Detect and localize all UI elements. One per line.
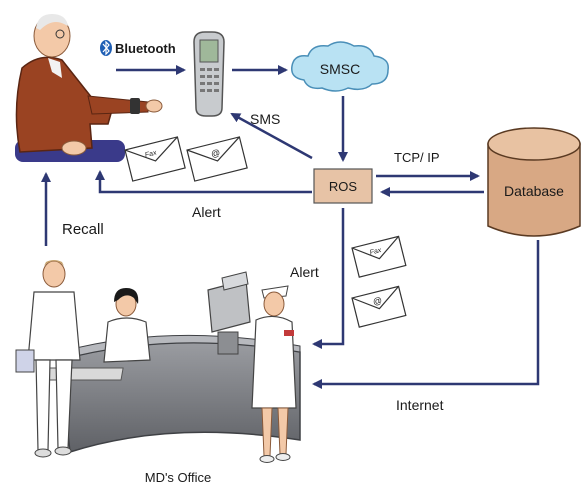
ros-label: ROS	[329, 179, 358, 194]
arrow-ros-to-phone	[230, 112, 313, 160]
smsc-cloud: SMSC	[291, 41, 389, 92]
bluetooth-text: Bluetooth	[115, 41, 176, 56]
envelope-fax-2: Fax	[351, 235, 407, 278]
envelope-fax-1: Fax	[124, 136, 186, 182]
sms-label: SMS	[250, 111, 280, 127]
arrow-ros-to-office	[312, 208, 345, 349]
flow-arrows	[41, 65, 540, 389]
envelope-email-label: @	[372, 295, 383, 307]
md-office-label: MD's Office	[145, 470, 212, 485]
envelope-fax-label: Fax	[144, 149, 158, 159]
envelope-email-2: @	[351, 285, 407, 328]
ros-server: ROS	[313, 168, 373, 204]
mobile-phone-icon	[193, 31, 225, 117]
doctor-figure	[15, 260, 81, 458]
computer-monitor	[207, 271, 251, 355]
database-label: Database	[504, 183, 564, 199]
recall-label: Recall	[62, 221, 104, 238]
cloud-icon	[291, 41, 389, 92]
medical-office-scene: MD's Office	[15, 260, 301, 485]
envelope-email-label: @	[210, 147, 221, 159]
smsc-label: SMSC	[320, 61, 360, 77]
bluetooth-label: Bluetooth	[100, 40, 176, 56]
database-cylinder-icon: Database	[487, 127, 581, 237]
internet-label: Internet	[396, 397, 444, 413]
arrow-internet	[312, 240, 540, 389]
alert-left-label: Alert	[192, 204, 221, 220]
tcp-ip-label: TCP/ IP	[394, 150, 440, 165]
patient-figure	[15, 14, 163, 162]
receptionist-figure	[103, 288, 151, 363]
nurse-figure	[251, 285, 297, 463]
arrow-ros-to-patient	[95, 170, 312, 194]
alert-down-label: Alert	[290, 264, 319, 280]
envelope-email-1: @	[186, 136, 248, 182]
envelope-fax-label: Fax	[369, 247, 383, 257]
